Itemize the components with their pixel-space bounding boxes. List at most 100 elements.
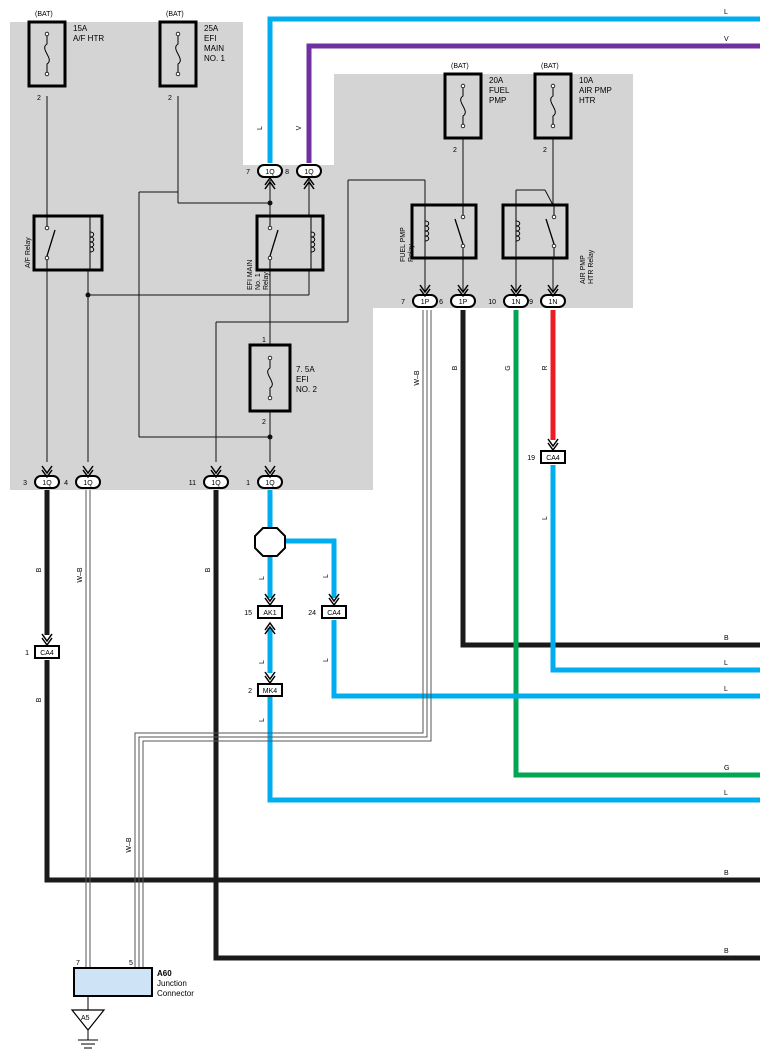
connector-pin: 4 [64,480,68,487]
relay-0: A/F Relay [25,214,104,272]
connector-c1q3: 1Q 3 [23,465,60,489]
wire-l-ca4-19 [550,465,760,673]
connector-pin: 1 [246,480,250,487]
wire-label-b: B [36,567,43,572]
efi2-name1: EFI [296,375,308,384]
relay-label2: HTR Relay [588,249,595,284]
connector-c1q8: 1Q8 [285,164,322,190]
junction-pin-right: 5 [129,960,133,967]
wire-l-ca4-24 [331,620,760,699]
connector-code: CA4 [40,650,54,657]
wire-label-wb: W–B [414,370,421,386]
connector-code: 1P [459,299,468,306]
fuse-efi-no2: 1 2 7. 5A EFI NO. 2 [248,337,317,426]
connector-pin: 24 [308,610,316,617]
connector-pin: 6 [439,299,443,306]
connector-ca4_19: CA4 19 [527,438,566,464]
connector-pin: 19 [527,455,535,462]
right-label-7: B [724,870,729,877]
wire-label-l: L [323,658,330,662]
wire-label-l: L [259,718,266,722]
fuse-bat-label: (BAT) [166,11,184,18]
wire-wb-shielded [85,310,432,968]
junction-line1: Junction [157,979,187,988]
fuse-name1: FUEL [489,86,510,95]
ground-code: A5 [81,1015,90,1022]
relay-label3: Relay [263,272,270,290]
efi2-rating: 7. 5A [296,365,315,374]
connector-code: CA4 [546,455,560,462]
right-label-0: L [724,9,728,16]
wire-b-fuel-pump [460,310,760,648]
fuse-rating: 20A [489,76,504,85]
connector-code: 1Q [211,480,221,487]
right-label-5: G [724,765,729,772]
relay-label1: FUEL PMP [400,227,407,262]
right-label-6: L [724,790,728,797]
wire-l-top [267,16,760,163]
fuse-name2: PMP [489,96,506,105]
wire-label-wb: W–B [77,567,84,583]
connector-code: 1N [549,299,558,306]
efi2-name2: NO. 2 [296,385,317,394]
right-label-2: B [724,635,729,642]
wire-v-top [306,43,760,163]
right-label: G [724,765,729,772]
junction-code: A60 [157,969,172,978]
connector-ca4_1: CA4 1 [25,633,60,659]
right-label: B [724,870,729,877]
internal-wiring [46,96,554,462]
wire-harness [44,16,760,961]
right-label: L [724,790,728,797]
right-label-8: B [724,948,729,955]
right-label: L [724,660,728,667]
connector-code: 1Q [42,480,52,487]
connector-code: 1Q [265,480,275,487]
connector-pin: 15 [244,610,252,617]
wire-label-l: L [323,574,330,578]
right-label: V [724,36,729,43]
connector-pin: 11 [189,480,196,487]
relay-label2: Relay [408,244,415,262]
connector-code: 1Q [304,169,314,176]
wire-label-l: L [259,660,266,664]
connector-pin: 3 [23,480,27,487]
fuse-name2: HTR [579,96,596,105]
connector-pin: 1 [25,650,29,657]
junction-connector-a60: 7 5 A60 Junction Connector [73,960,194,998]
right-label-3: L [724,660,728,667]
fuse-name3: NO. 1 [204,54,225,63]
fuse-pin: 2 [168,95,172,102]
fuse-pin: 2 [453,147,457,154]
connector-pin: 9 [529,299,533,306]
wire-label-l: L [542,516,549,520]
fuse-pin: 2 [543,147,547,154]
connector-c1q1: 1Q 1 [246,465,283,489]
fuse-name2: MAIN [204,44,224,53]
connector-pin: 7 [246,169,250,176]
wire-label-b: B [36,697,43,702]
connector-code: 1Q [83,480,93,487]
junction-pin-left: 7 [76,960,80,967]
wire-label-wb: W–B [126,837,133,853]
right-label: L [724,686,728,693]
connector-c1p6: 1P 6 [439,284,476,308]
fuse-name1: A/F HTR [73,34,104,43]
connector-code: 1Q [265,169,275,176]
ground-a5: A5 [70,996,106,1049]
wire-label-r: R [542,365,549,370]
relay-label1: A/F Relay [25,237,32,268]
wire-l-mk4 [267,697,760,803]
wire-label-g: G [505,365,512,370]
